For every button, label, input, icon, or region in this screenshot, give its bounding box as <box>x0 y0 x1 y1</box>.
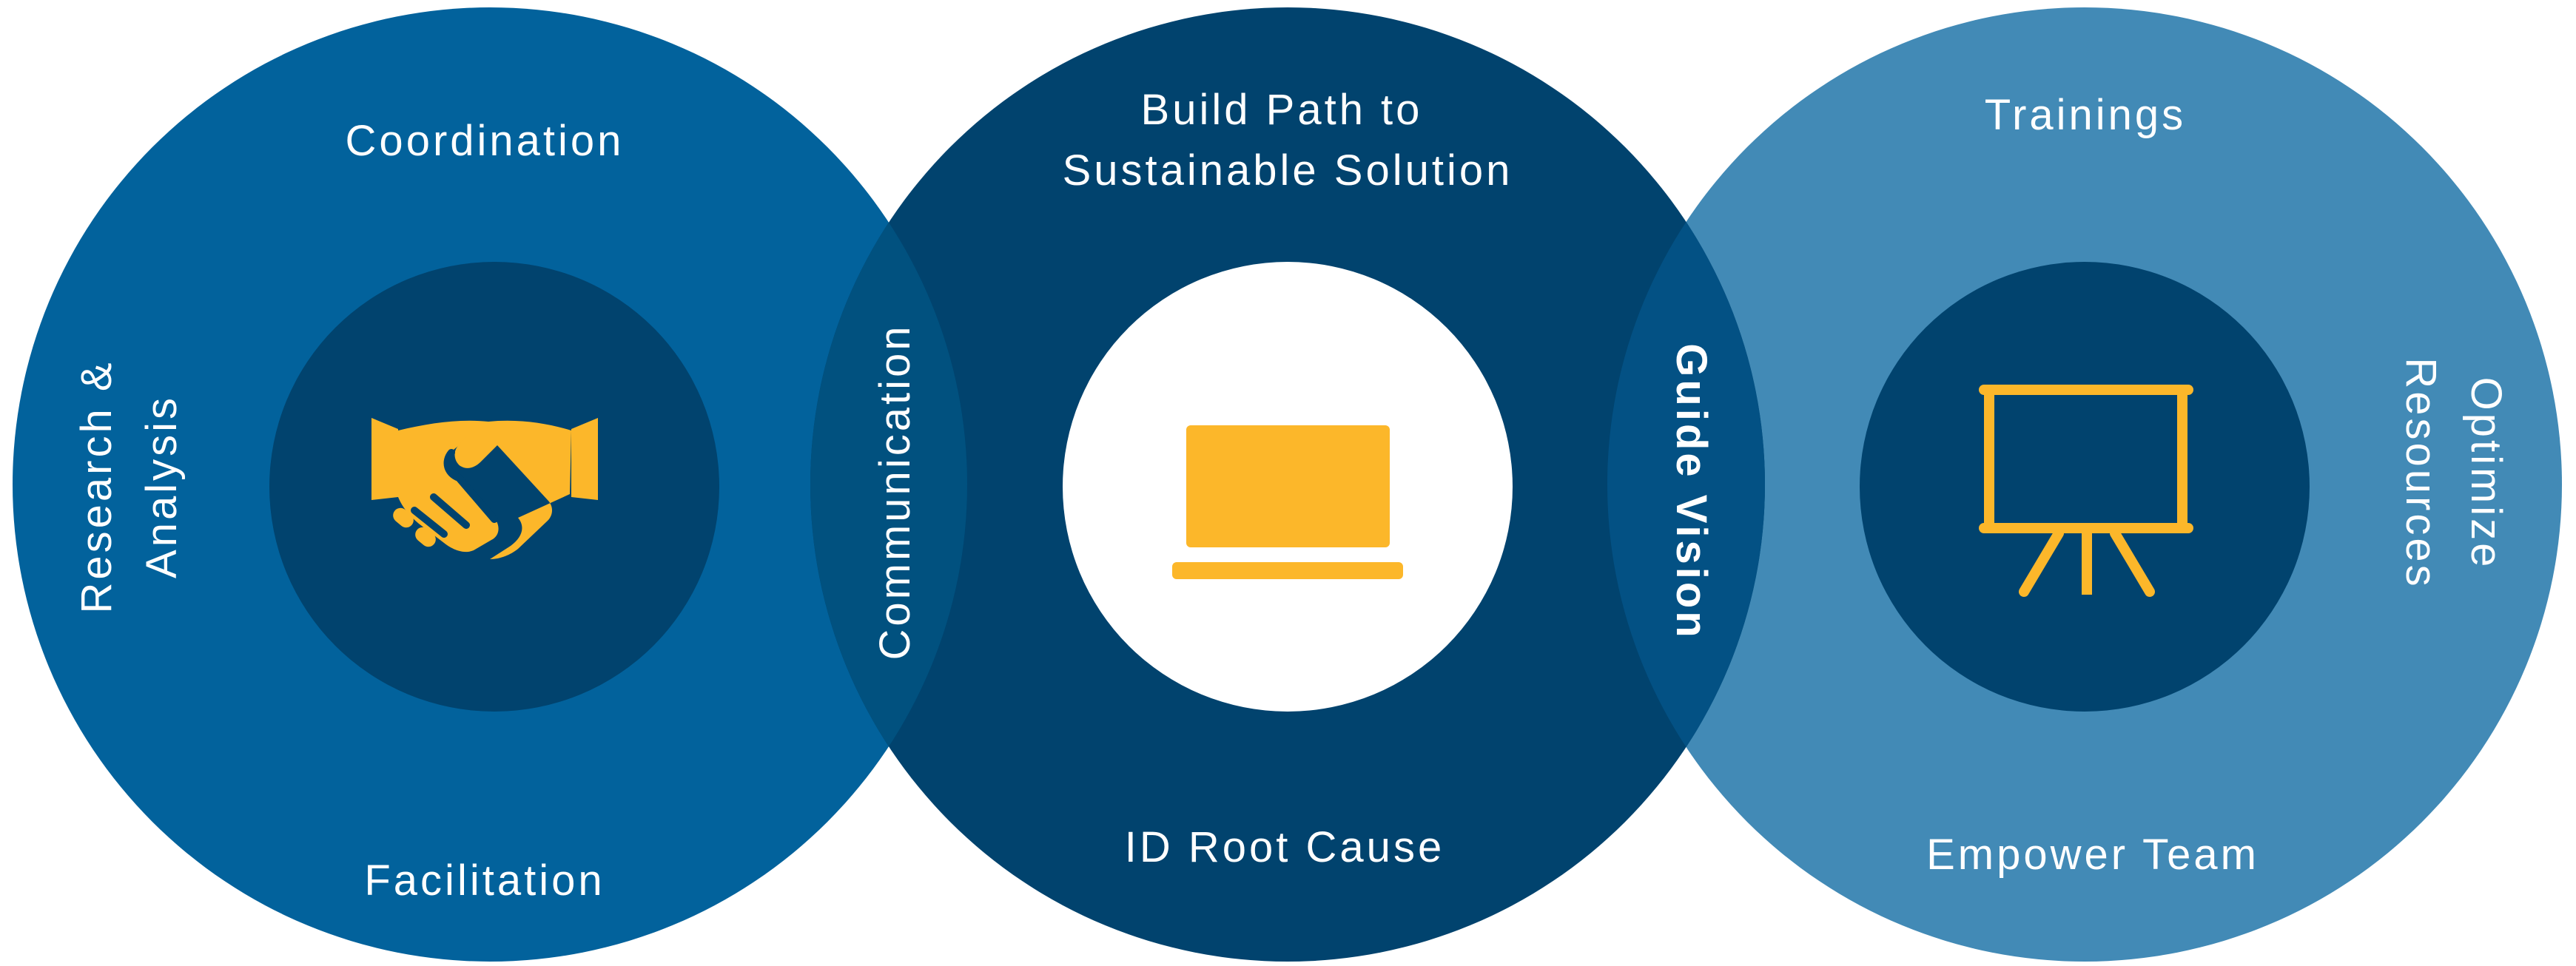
center-bottom-label: ID Root Cause <box>1125 823 1445 871</box>
svg-text:Resources: Resources <box>2397 357 2445 589</box>
presentation-board-icon <box>1979 385 2193 597</box>
overlap-left-center-label: Communication <box>871 324 919 661</box>
left-side-label: Research & Analysis <box>73 359 186 613</box>
overlap-center-right-label: Guide Vision <box>1667 343 1715 640</box>
svg-text:Analysis: Analysis <box>138 395 186 578</box>
left-top-label: Coordination <box>346 117 625 165</box>
laptop-icon <box>1172 425 1403 579</box>
svg-text:Research &: Research & <box>73 359 121 613</box>
handshake-outline <box>411 449 498 538</box>
center-top-label-line1: Build Path to <box>1141 86 1423 134</box>
right-inner-circle <box>1860 262 2310 712</box>
right-side-label: Optimize Resources <box>2397 357 2510 589</box>
left-bottom-label: Facilitation <box>364 857 605 905</box>
left-inner-circle <box>269 262 719 712</box>
right-bottom-label: Empower Team <box>1926 831 2259 879</box>
center-top-label-line2: Sustainable Solution <box>1063 146 1513 195</box>
svg-text:Optimize: Optimize <box>2462 377 2510 570</box>
right-top-label: Trainings <box>1985 91 2186 139</box>
